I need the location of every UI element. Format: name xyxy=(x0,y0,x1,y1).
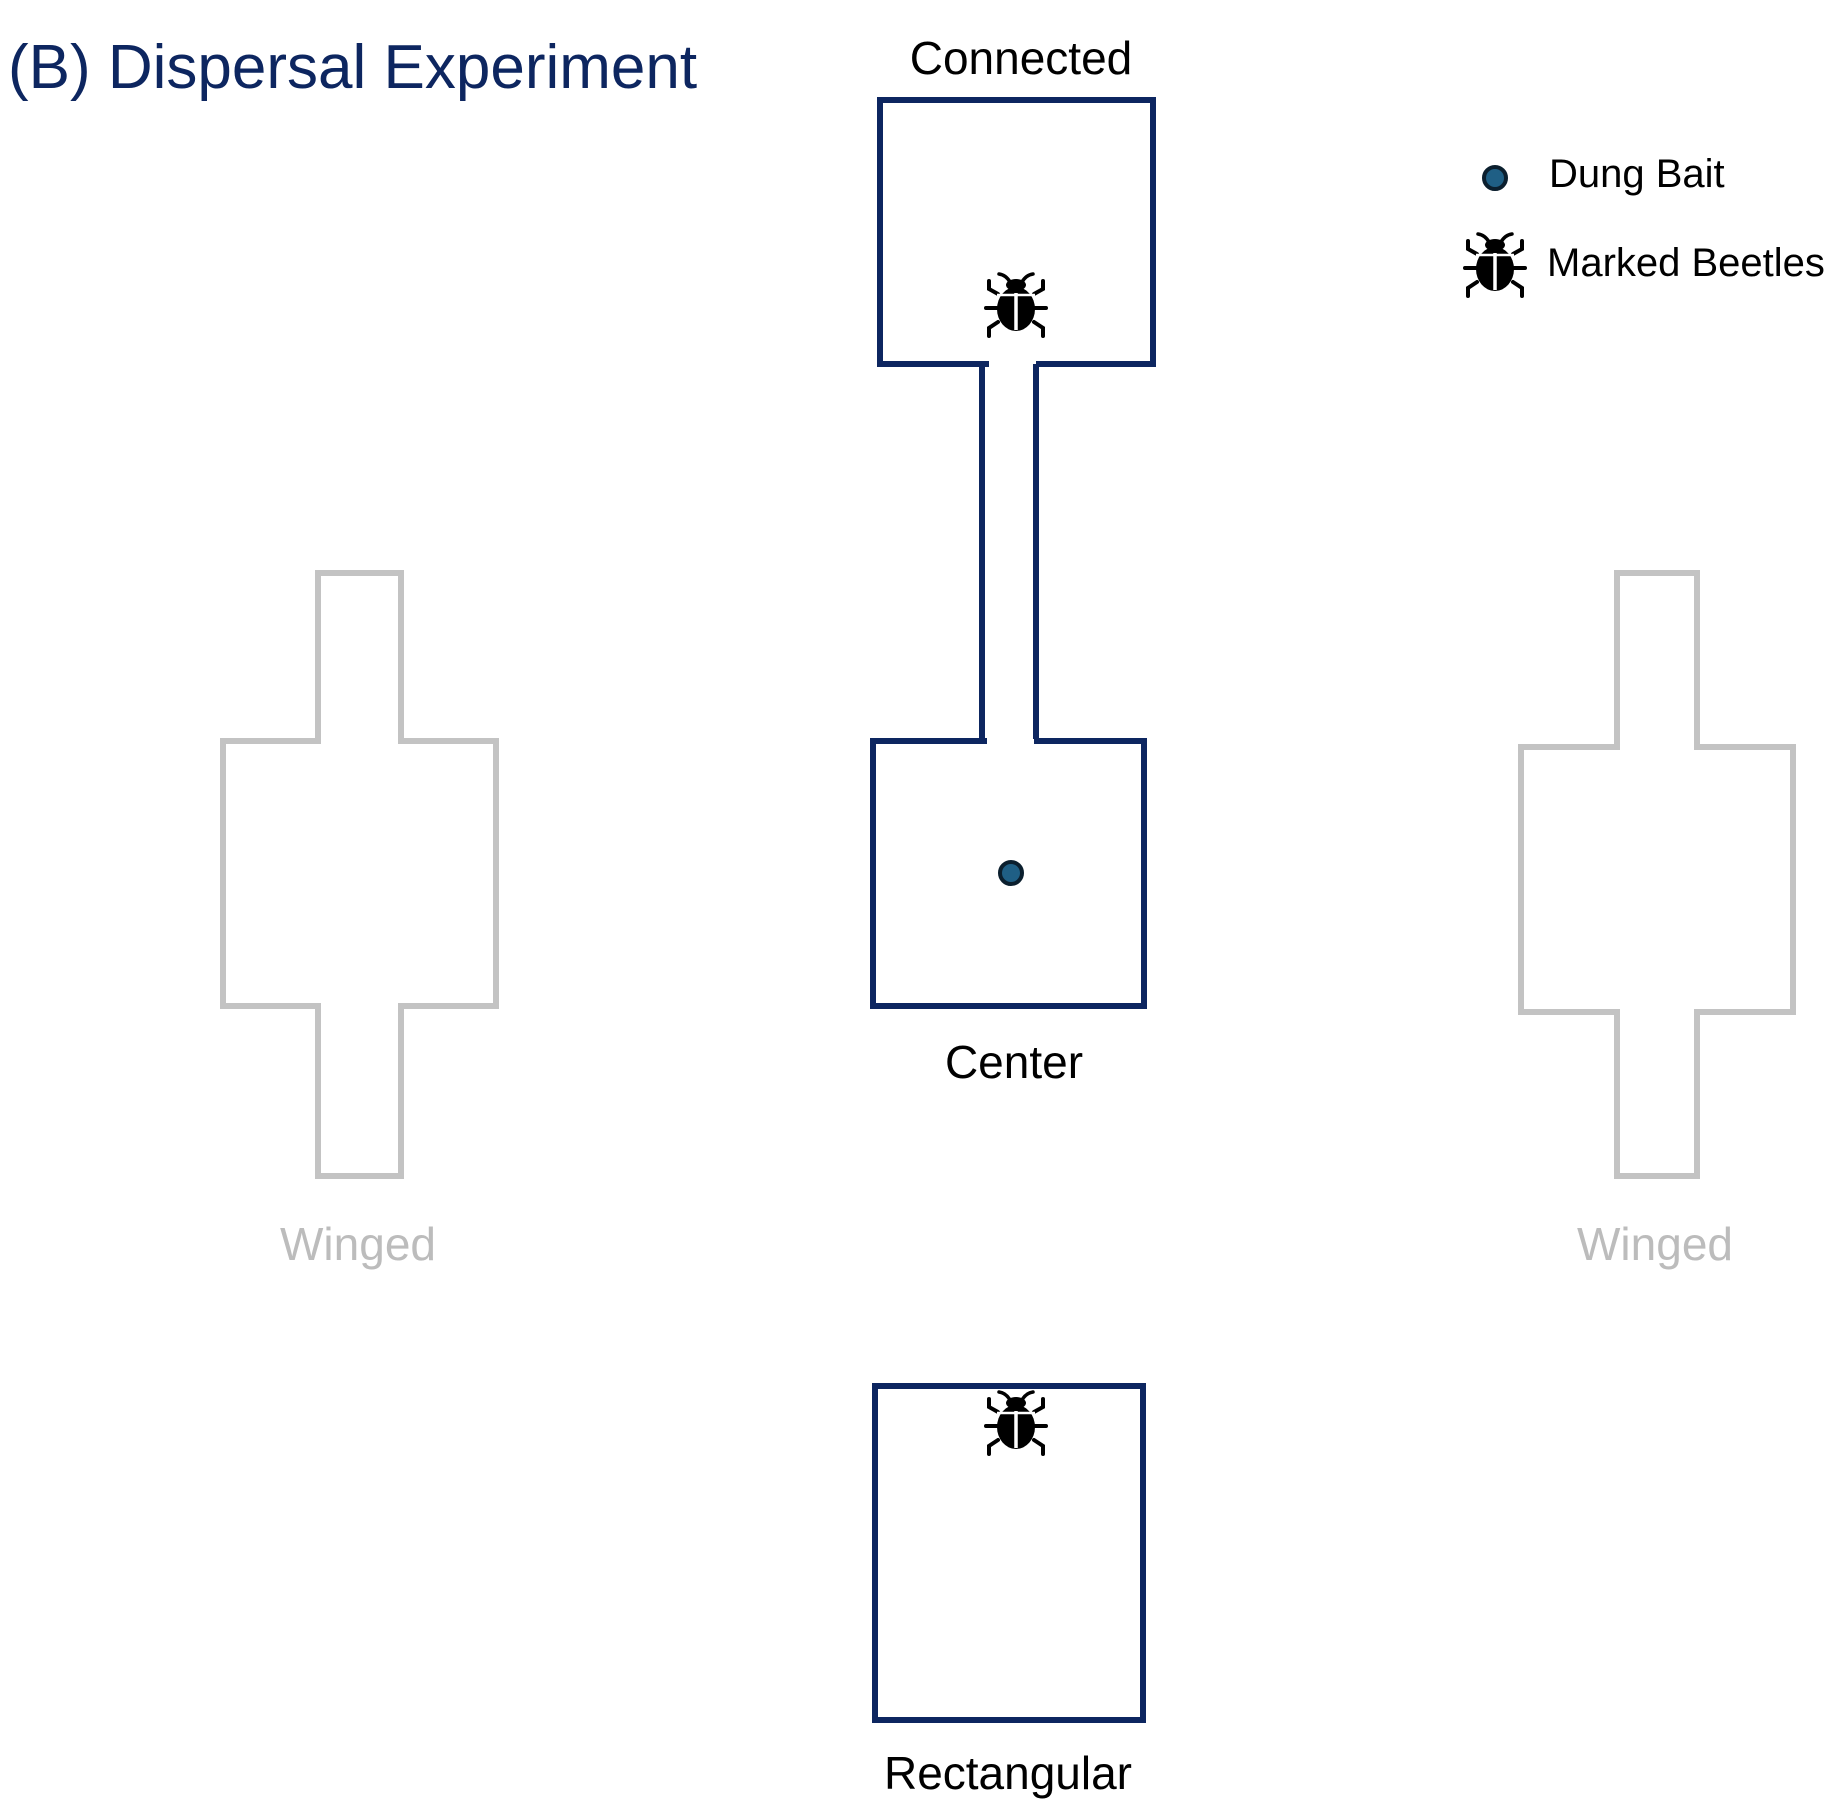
dung-bait-icon xyxy=(1482,165,1508,191)
beetle-icon xyxy=(1463,232,1527,298)
connected-label: Connected xyxy=(910,32,1133,84)
dung-bait-icon xyxy=(998,860,1024,886)
legend-dung-bait-label: Dung Bait xyxy=(1549,152,1725,196)
legend-marked-beetles-label: Marked Beetles xyxy=(1547,241,1825,285)
page-title: (B) Dispersal Experiment xyxy=(8,33,697,102)
winged-left-label: Winged xyxy=(280,1218,436,1270)
rectangular-label: Rectangular xyxy=(884,1747,1132,1799)
connected-patch-outline xyxy=(877,97,1156,367)
rectangular-patch-outline xyxy=(872,1383,1146,1723)
center-label: Center xyxy=(945,1036,1083,1088)
winged-right-label: Winged xyxy=(1577,1218,1733,1270)
beetle-icon xyxy=(984,272,1048,338)
winged-patch-left-outline xyxy=(220,570,499,1179)
center-patch-outline xyxy=(870,738,1147,1009)
winged-patch-right-outline xyxy=(1518,570,1796,1179)
beetle-icon xyxy=(984,1390,1048,1456)
legend: Dung Bait Marked Beetles xyxy=(1463,152,1825,298)
